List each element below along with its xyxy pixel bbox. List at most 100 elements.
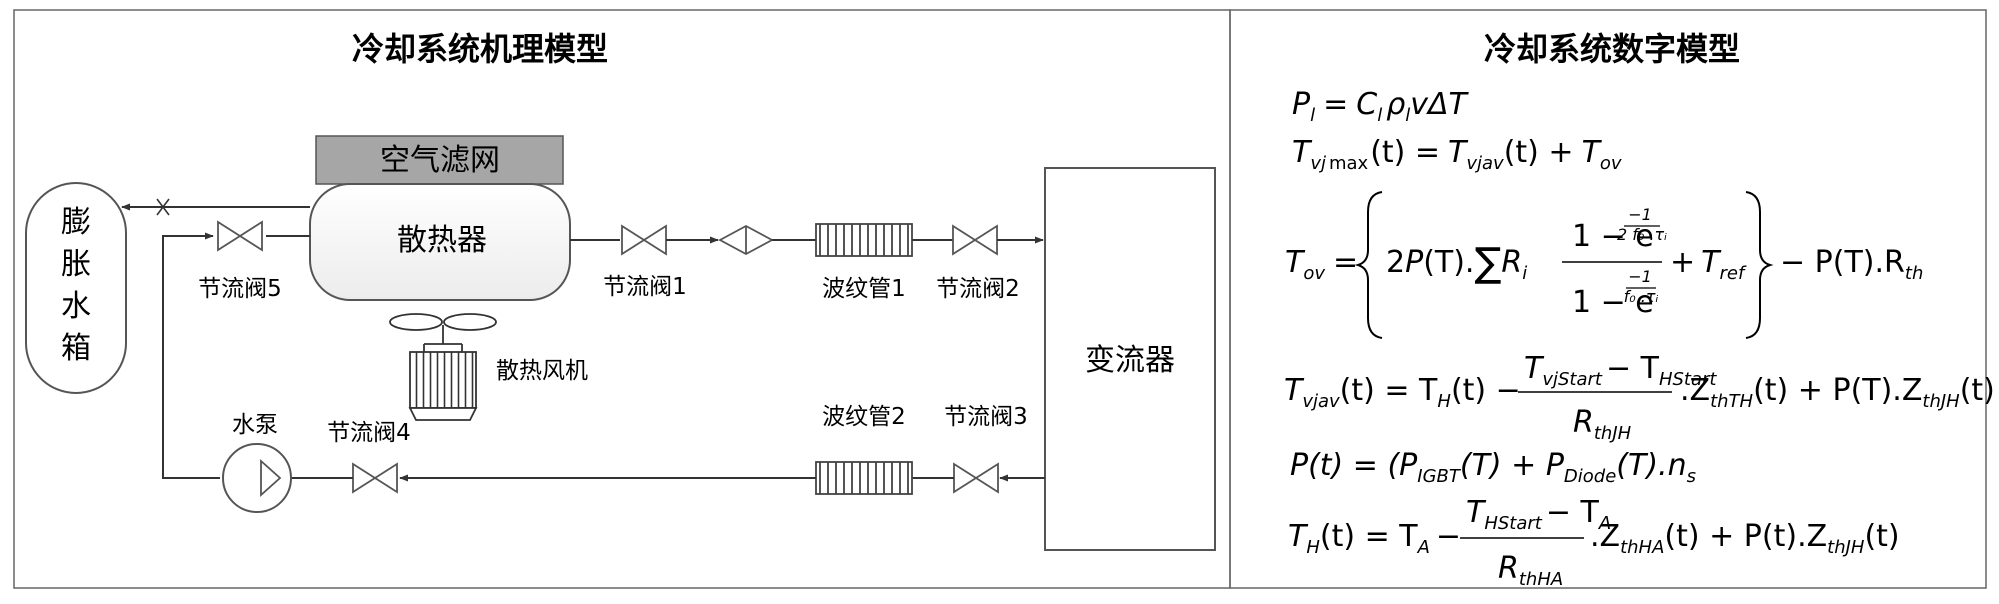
eq4-num-a: T <box>1524 351 1545 386</box>
valve-3-label: 节流阀3 <box>944 404 1028 430</box>
eq3-tail-sub: th <box>1905 263 1923 284</box>
converter: 变流器 <box>1044 167 1216 551</box>
eq3-two: 2 <box>1386 245 1405 280</box>
eq4-mid-sub: thTH <box>1710 391 1753 412</box>
expansion-tank-char-1: 膨 <box>61 205 91 240</box>
valve-4-label: 节流阀4 <box>327 420 411 446</box>
bellows-2-label: 波纹管2 <box>822 404 906 430</box>
eq4-end: (t) <box>1960 373 1995 408</box>
eq3-T: T <box>1285 245 1306 280</box>
eq3-right-brace <box>1745 191 1774 339</box>
svg-text:1 − e: 1 − e <box>1572 285 1654 320</box>
valve-4: 节流阀4 <box>327 420 411 494</box>
svg-text:RthHA: RthHA <box>1498 551 1563 590</box>
equation-4: Tvjav(t) = TH(t) − TvjStart− THStart Rth… <box>1284 351 1995 444</box>
svg-text:2P(T).∑Ri: 2P(T).∑Ri <box>1386 240 1527 286</box>
svg-text:TH(t) = TA−: TH(t) = TA− <box>1288 519 1461 558</box>
eq6-mid2: (t) + P(t).Z <box>1664 519 1827 554</box>
expansion-tank-char-3: 水 <box>61 289 91 324</box>
expansion-tank: 膨 胀 水 箱 <box>25 182 127 394</box>
svg-text:TvjStart− THStart: TvjStart− THStart <box>1524 351 1717 390</box>
valve-1: 节流阀1 <box>603 224 687 300</box>
eq3-tail: − P(T).R <box>1780 245 1905 280</box>
right-panel-title: 冷却系统数字模型 <box>1484 30 1740 68</box>
svg-text:2 f₀ .τᵢ: 2 f₀ .τᵢ <box>1617 225 1667 244</box>
bellows-1-label: 波纹管1 <box>822 276 906 302</box>
valve-5: 节流阀5 <box>198 220 282 302</box>
eq2-arg2: (t) + <box>1504 135 1574 170</box>
valve-3: 节流阀3 <box>944 404 1028 494</box>
eq1-P: P <box>1292 87 1311 122</box>
eq6-num-a-sub: HStart <box>1484 513 1542 534</box>
svg-text:f₀ .τᵢ: f₀ .τᵢ <box>1624 287 1659 306</box>
air-filter-label: 空气滤网 <box>380 143 500 178</box>
cooling-fan-label: 散热风机 <box>496 358 588 384</box>
pipe-radiator-to-tank <box>121 198 310 216</box>
converter-label: 变流器 <box>1085 343 1175 378</box>
bellows-1: 波纹管1 <box>815 223 913 302</box>
eq5-mid: (T) + P <box>1460 448 1565 483</box>
eq3-R-sub: i <box>1522 263 1527 284</box>
eq5-sub2: Diode <box>1564 466 1616 487</box>
svg-text:−1: −1 <box>1628 205 1652 224</box>
eq2-sub-ov: ov <box>1600 153 1622 174</box>
eq2-arg: (t) = <box>1370 135 1440 170</box>
eq2-T2: T <box>1448 135 1469 170</box>
eq1-C-sub: l <box>1377 105 1382 126</box>
eq3-sub-ov: ov <box>1303 263 1325 284</box>
svg-text:P(t) = (PIGBT(T) + PDiode(T).n: P(t) = (PIGBT(T) + PDiode(T).ns <box>1290 448 1696 487</box>
eq2-sub-max: max <box>1329 153 1369 174</box>
eq2-sub-vj: vj <box>1310 153 1326 174</box>
eq4-num-b-sub: HStart <box>1659 369 1717 390</box>
eq5-sub3: s <box>1687 466 1696 487</box>
svg-text:1 − e: 1 − e <box>1572 219 1654 254</box>
eq3-den: 1 − e <box>1572 285 1654 320</box>
strainer <box>718 224 774 256</box>
expansion-tank-char-2: 胀 <box>61 247 91 282</box>
eq3-P: P <box>1405 245 1424 280</box>
eq3-sum: ∑ <box>1474 240 1501 286</box>
eq3-exp-num-bot: 2 f₀ .τᵢ <box>1617 225 1667 244</box>
left-panel-title: 冷却系统机理模型 <box>352 30 608 68</box>
svg-text:RthJH: RthJH <box>1573 405 1632 444</box>
svg-text:+Tref: +Tref <box>1670 245 1747 284</box>
valve-2: 节流阀2 <box>936 224 1020 302</box>
svg-text:Tov=: Tov = <box>1285 245 1358 284</box>
eq4-den: R <box>1573 405 1594 440</box>
eq6-minus: − <box>1436 519 1461 554</box>
cooling-fan: 散热风机 <box>389 313 588 421</box>
eq6-mid: .Z <box>1590 519 1620 554</box>
eq6-sub-A: A <box>1417 537 1430 558</box>
eq4-sub-vjav: vjav <box>1302 391 1340 412</box>
eq3-eq: = <box>1333 245 1358 280</box>
eq3-R: R <box>1501 245 1522 280</box>
eq4-arg2: (t) − <box>1451 373 1521 408</box>
radiator: 散热器 <box>309 183 571 301</box>
eq2-T3: T <box>1582 135 1603 170</box>
eq2-sub-vjav: vjav <box>1466 153 1504 174</box>
eq4-T: T <box>1284 373 1305 408</box>
eq4-sub-H: H <box>1437 391 1451 412</box>
equation-5: P(t) = (PIGBT(T) + PDiode(T).ns <box>1290 448 1696 487</box>
svg-text:− P(T).Rth: − P(T).Rth <box>1780 245 1923 284</box>
eq4-den-sub: thJH <box>1594 423 1632 444</box>
expansion-tank-char-4: 箱 <box>61 331 91 366</box>
eq4-mid2-sub: thJH <box>1922 391 1960 412</box>
eq6-T: T <box>1288 519 1309 554</box>
eq6-sub-H: H <box>1306 537 1320 558</box>
eq3-left-brace <box>1354 191 1383 339</box>
valve-2-label: 节流阀2 <box>936 276 1020 302</box>
pipe-return-left <box>162 232 310 479</box>
valve-5-label: 节流阀5 <box>198 276 282 302</box>
svg-text:.ZthTH(t) + P(T).ZthJH(t): .ZthTH(t) + P(T).ZthJH(t) <box>1680 373 1995 412</box>
eq4-mid2: (t) + P(T).Z <box>1753 373 1922 408</box>
eq3-PT: (T). <box>1423 245 1474 280</box>
eq1-C: C <box>1356 87 1377 122</box>
eq3-exp-num-top: −1 <box>1628 205 1652 224</box>
water-pump: 水泵 <box>222 412 292 513</box>
eq3-num: 1 − e <box>1572 219 1654 254</box>
